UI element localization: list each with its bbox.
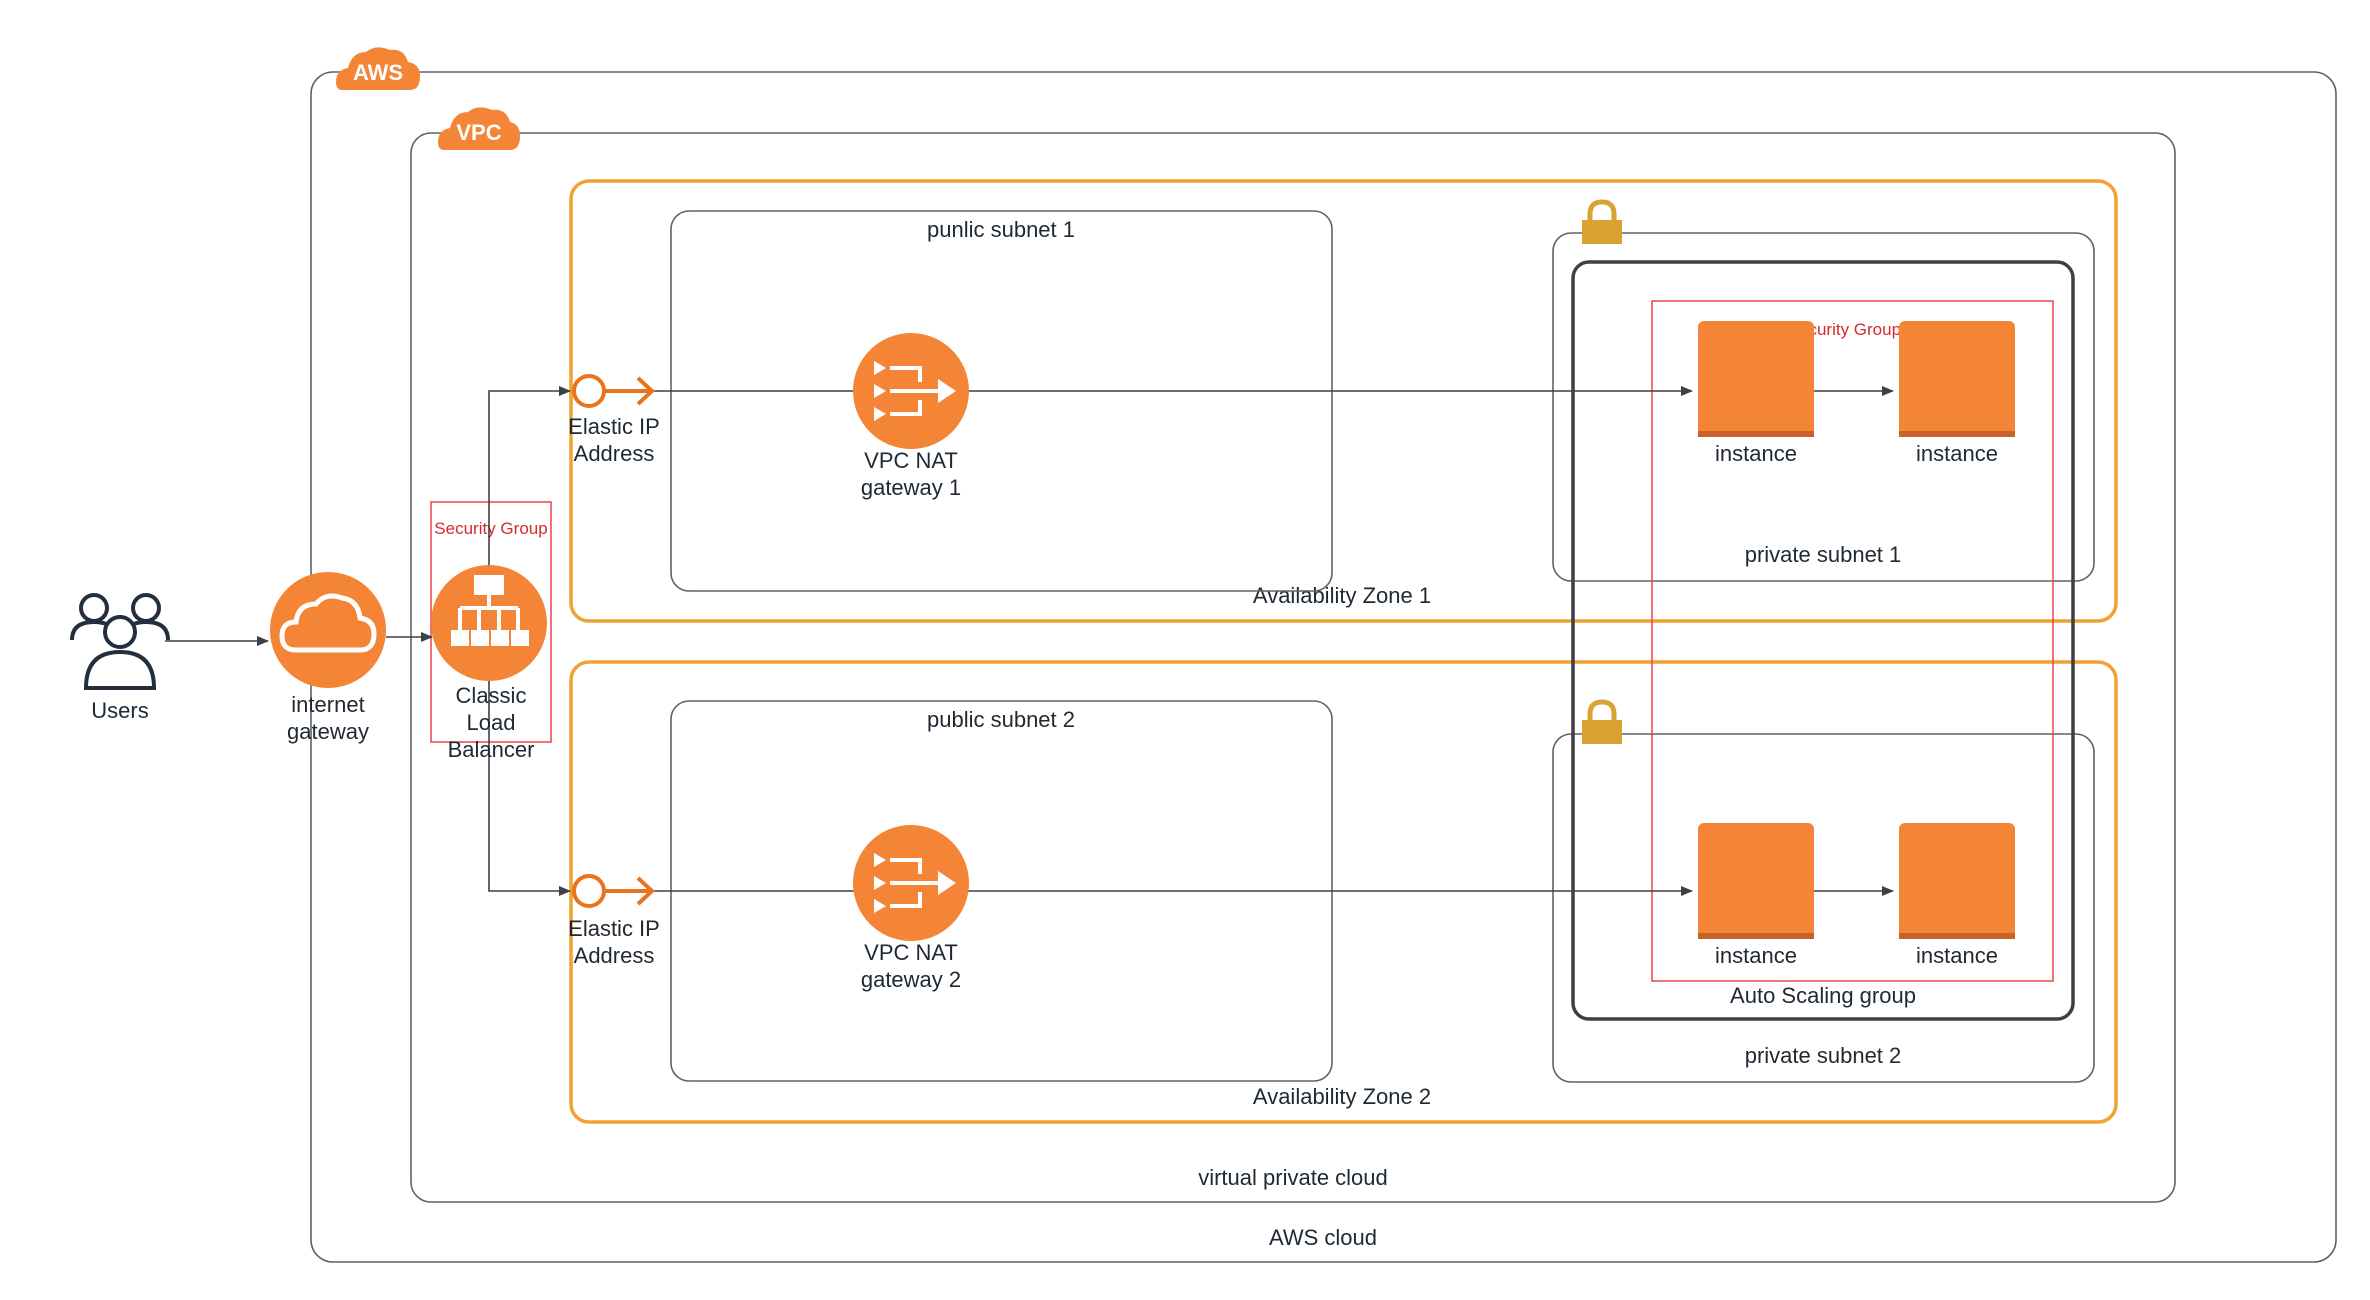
instance-label: instance xyxy=(1715,441,1797,466)
aws-cloud-group: AWS cloud AWS xyxy=(310,47,2337,1263)
private-subnet-2: private subnet 2 xyxy=(1552,733,2095,1083)
asg-label: Auto Scaling group xyxy=(1730,983,1916,1008)
lock-icon xyxy=(1582,699,1622,744)
instance-icon xyxy=(1899,321,2015,437)
lb-security-group-label: Security Group xyxy=(434,519,547,538)
elastic-ip-icon xyxy=(572,874,655,908)
public-subnet-2-label: public subnet 2 xyxy=(927,707,1075,732)
lb-label-line-1: Classic xyxy=(456,683,527,708)
aws-cloud-badge-icon: AWS xyxy=(336,47,420,90)
load-balancer-icon xyxy=(431,565,547,681)
public-subnet-1: punlic subnet 1 xyxy=(670,210,1333,592)
instance-security-group: ecurity Group xyxy=(1651,300,2054,982)
nat1-label-line-1: VPC NAT xyxy=(864,448,958,473)
instance-label: instance xyxy=(1916,441,1998,466)
auto-scaling-group: Auto Scaling group xyxy=(1571,260,2075,1021)
elastic-ip-icon xyxy=(572,374,655,408)
instance-label: instance xyxy=(1715,943,1797,968)
private-subnet-2-label: private subnet 2 xyxy=(1745,1043,1902,1068)
nat2-label-line-1: VPC NAT xyxy=(864,940,958,965)
nat2-label-line-2: gateway 2 xyxy=(861,967,961,992)
public-subnet-1-label: punlic subnet 1 xyxy=(927,217,1075,242)
aws-cloud-label: AWS cloud xyxy=(1269,1225,1377,1250)
az1-label: Availability Zone 1 xyxy=(1253,583,1431,608)
igw-label-line-2: gateway xyxy=(287,719,369,744)
lb-security-group: Security Group xyxy=(430,501,552,743)
users-icon xyxy=(70,593,170,690)
nat-gateway-icon xyxy=(853,333,969,449)
nat-gateway-icon xyxy=(853,825,969,941)
availability-zone-1: Availability Zone 1 xyxy=(569,179,2118,623)
lb-label-line-2: Load xyxy=(467,710,516,735)
instance-icon xyxy=(1899,823,2015,939)
lb-to-eip2-arrow xyxy=(488,678,571,896)
vpc-label: virtual private cloud xyxy=(1198,1165,1388,1190)
connectors xyxy=(165,386,1894,896)
availability-zone-2: Availability Zone 2 xyxy=(569,660,2118,1124)
internet-gateway-icon xyxy=(270,572,386,688)
vpc-badge-text: VPC xyxy=(456,120,501,145)
eip2-label-line-1: Elastic IP xyxy=(568,916,660,941)
private-subnet-1-label: private subnet 1 xyxy=(1745,542,1902,567)
nat1-label-line-2: gateway 1 xyxy=(861,475,961,500)
vpc-group: virtual private cloud VPC xyxy=(410,107,2176,1203)
igw-label-line-1: internet xyxy=(291,692,364,717)
instance-icon xyxy=(1698,823,1814,939)
lb-to-eip1-arrow xyxy=(488,386,571,598)
lock-icon xyxy=(1582,199,1622,244)
eip1-label-line-2: Address xyxy=(574,441,655,466)
instance-security-group-label: ecurity Group xyxy=(1799,320,1901,339)
instance-label: instance xyxy=(1916,943,1998,968)
eip2-label-line-2: Address xyxy=(574,943,655,968)
instance-icon xyxy=(1698,321,1814,437)
lb-label-line-3: Balancer xyxy=(448,737,535,762)
vpc-badge-icon: VPC xyxy=(438,107,520,150)
az2-label: Availability Zone 2 xyxy=(1253,1084,1431,1109)
users-label: Users xyxy=(91,698,148,723)
eip1-label-line-1: Elastic IP xyxy=(568,414,660,439)
aws-cloud-badge-text: AWS xyxy=(353,60,403,85)
private-subnet-1: private subnet 1 xyxy=(1552,232,2095,582)
